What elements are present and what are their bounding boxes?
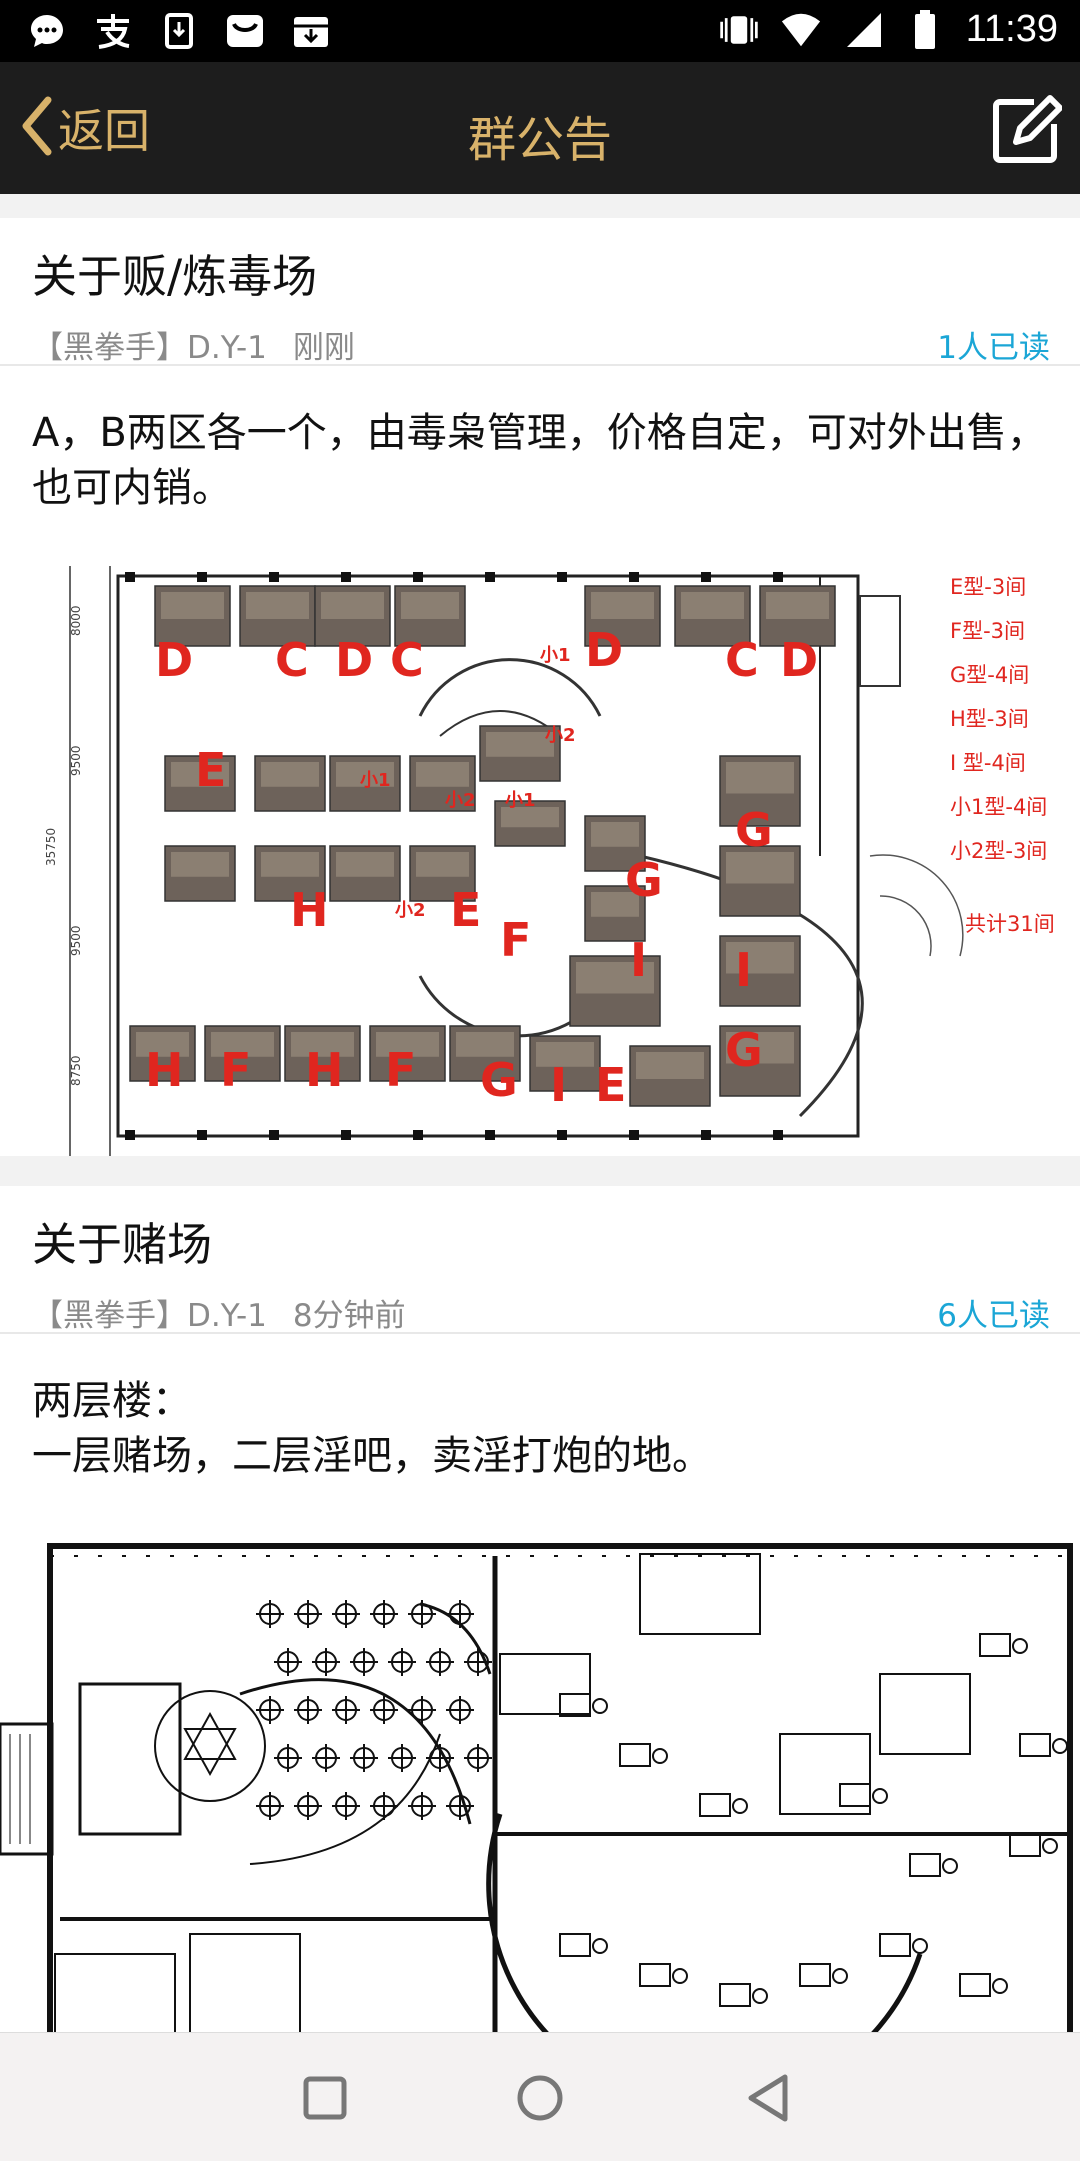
dimension-label: 9500 (69, 745, 83, 776)
chat-bubble-icon (26, 10, 68, 52)
floor-plan-image[interactable] (0, 1504, 1080, 2032)
announcement-text-line: 两层楼： (32, 1378, 192, 1424)
dimension-label: 35750 (44, 828, 58, 866)
room-label: G (625, 853, 663, 907)
room-label: H (145, 1043, 184, 1097)
vibrate-icon (718, 9, 760, 51)
announcement-author: 【黑拳手】D.Y-1 (32, 1298, 267, 1334)
announcement-card[interactable]: 关于贩/炼毒场 【黑拳手】D.Y-1 刚刚 1人已读 A，B两区各一个，由毒枭管理… (0, 218, 1080, 1156)
room-label: D (335, 633, 373, 687)
room-label: F (220, 1043, 251, 1097)
room-label: F (500, 913, 531, 967)
room-label: I (550, 1058, 567, 1112)
announcement-time: 刚刚 (292, 330, 355, 366)
legend-entry: E型-3间 (950, 575, 1026, 599)
room-label: 小2 (395, 900, 426, 921)
circle-icon (517, 2075, 563, 2121)
room-label: 小2 (445, 790, 476, 811)
room-label: G (725, 1023, 763, 1077)
room-label: 小1 (505, 790, 536, 811)
legend-entry: F型-3间 (950, 619, 1025, 643)
back-nav-button[interactable] (735, 2063, 805, 2133)
announcement-body: A，B两区各一个，由毒枭管理，价格自定，可对外出售，也可内销。 (0, 366, 1080, 536)
signal-icon (842, 9, 884, 51)
room-label: E (595, 1058, 626, 1112)
room-label: D (155, 633, 193, 687)
room-label: H (305, 1043, 344, 1097)
dimension-label: 9500 (69, 925, 83, 956)
room-label: I (630, 933, 647, 987)
square-icon (303, 2076, 347, 2120)
read-count-link[interactable]: 6人已读 (937, 1298, 1050, 1334)
recent-apps-button[interactable] (290, 2063, 360, 2133)
alipay-icon (92, 10, 134, 52)
edit-icon (993, 95, 1063, 163)
announcement-header[interactable]: 关于赌场 【黑拳手】D.Y-1 8分钟前 6人已读 (0, 1186, 1080, 1334)
announcement-header[interactable]: 关于贩/炼毒场 【黑拳手】D.Y-1 刚刚 1人已读 (0, 218, 1080, 366)
room-label: H (290, 883, 329, 937)
wifi-icon (780, 9, 822, 51)
legend-entry: H型-3间 (950, 707, 1029, 731)
room-label: D (780, 633, 818, 687)
legend-entry: I 型-4间 (950, 751, 1026, 775)
room-label: G (480, 1053, 518, 1107)
room-label: F (385, 1043, 416, 1097)
announcement-time: 8分钟前 (292, 1298, 406, 1334)
legend-entry: 小1型-4间 (950, 795, 1047, 819)
system-navigation-bar (0, 2032, 1080, 2161)
room-label: C (725, 633, 759, 687)
dimension-label: 8000 (69, 605, 83, 636)
home-button[interactable] (505, 2063, 575, 2133)
room-label: E (195, 743, 226, 797)
room-label: C (275, 633, 309, 687)
announcement-meta: 【黑拳手】D.Y-1 刚刚 (32, 322, 381, 367)
chevron-left-icon (18, 94, 54, 162)
announcement-list[interactable]: 关于贩/炼毒场 【黑拳手】D.Y-1 刚刚 1人已读 A，B两区各一个，由毒枭管理… (0, 194, 1080, 2032)
title-bar: 返回 群公告 (0, 62, 1080, 194)
announcement-meta: 【黑拳手】D.Y-1 8分钟前 (32, 1290, 432, 1335)
announcement-text-line: 一层赌场，二层淫吧，卖淫打炮的地。 (32, 1433, 712, 1479)
room-label: E (450, 883, 481, 937)
announcement-card[interactable]: 关于赌场 【黑拳手】D.Y-1 8分钟前 6人已读 两层楼： 一层赌场，二层淫吧，… (0, 1186, 1080, 2032)
mail-bag-icon (224, 10, 266, 52)
read-count-link[interactable]: 1人已读 (937, 330, 1050, 366)
announcement-text: A，B两区各一个，由毒枭管理，价格自定，可对外出售，也可内销。 (32, 410, 1047, 511)
back-label: 返回 (58, 104, 150, 158)
triangle-back-icon (748, 2074, 788, 2122)
download-box-icon (158, 10, 200, 52)
room-label: D (585, 623, 623, 677)
announcement-title: 关于贩/炼毒场 (32, 250, 318, 303)
status-time: 11:39 (965, 8, 1058, 50)
announcement-title: 关于赌场 (32, 1218, 213, 1271)
page-title: 群公告 (467, 112, 612, 168)
dimension-label: 8750 (69, 1055, 83, 1086)
room-label: I (735, 943, 752, 997)
legend-entry: 小2型-3间 (950, 839, 1047, 863)
announcement-author: 【黑拳手】D.Y-1 (32, 330, 267, 366)
room-label: 小1 (360, 770, 391, 791)
inbox-download-icon (290, 10, 332, 52)
status-bar: 11:39 (0, 0, 1080, 62)
legend-entry: G型-4间 (950, 663, 1029, 687)
room-label: C (390, 633, 424, 687)
legend-entry: 共计31间 (965, 912, 1055, 936)
room-label: 小2 (545, 725, 576, 746)
room-label: G (735, 803, 773, 857)
battery-icon (904, 9, 946, 51)
back-button[interactable]: 返回 (18, 96, 150, 160)
room-label: 小1 (540, 645, 571, 666)
edit-button[interactable] (990, 94, 1063, 166)
announcement-body: 两层楼： 一层赌场，二层淫吧，卖淫打炮的地。 (0, 1334, 1080, 1504)
